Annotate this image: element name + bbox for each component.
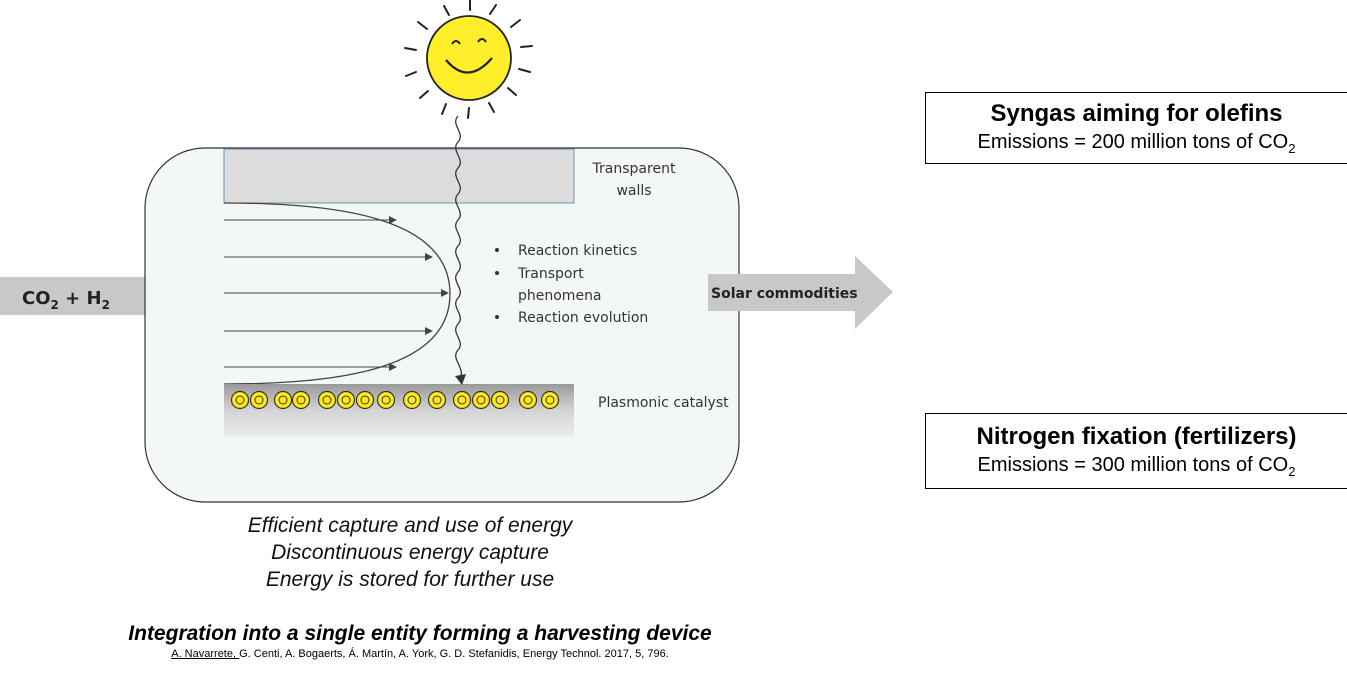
- catalyst-particle-core: [545, 395, 555, 405]
- output-arrow: [708, 256, 893, 329]
- input-arrow: [0, 258, 186, 334]
- footer-reference: A. Navarrete, G. Centi, A. Bogaerts, Á. …: [60, 648, 780, 660]
- catalyst-particle-core: [495, 395, 505, 405]
- input-label: CO2 + H2: [22, 288, 110, 312]
- catalyst-particle-core: [476, 395, 486, 405]
- syngas-title: Syngas aiming for olefins: [990, 100, 1283, 127]
- catalyst-particle-icon: [540, 390, 560, 410]
- footer-ref-author: A. Navarrete,: [171, 648, 240, 660]
- catalyst-particle-icon: [291, 390, 311, 410]
- catalyst-particle-core: [360, 395, 370, 405]
- catalyst-particle-core: [407, 395, 417, 405]
- bullet-transport: Transport: [517, 266, 584, 282]
- catalyst-particle-icon: [336, 390, 356, 410]
- output-label: Solar commodities: [711, 286, 858, 302]
- catalyst-particle-icon: [452, 390, 472, 410]
- catalyst-particle-core: [523, 395, 533, 405]
- catalyst-particles: [230, 390, 560, 410]
- footer-title: Integration into a single entity forming…: [128, 622, 712, 645]
- catalyst-particle-icon: [249, 390, 269, 410]
- bullet-reaction-evolution: Reaction evolution: [518, 310, 648, 326]
- catalyst-particle-core: [381, 395, 391, 405]
- nitrogen-box: Nitrogen fixation (fertilizers) Emission…: [925, 413, 1347, 489]
- caption-line-1: Efficient capture and use of energy: [247, 514, 573, 537]
- catalyst-particle-core: [278, 395, 288, 405]
- catalyst-particle-icon: [402, 390, 422, 410]
- transparent-wall: [223, 148, 575, 204]
- walls-label-line2: walls: [616, 183, 651, 199]
- walls-label-line1: Transparent: [592, 161, 676, 177]
- velocity-profile-curve: [223, 202, 451, 385]
- catalyst-particle-icon: [273, 390, 293, 410]
- nitrogen-emissions: Emissions = 300 million tons of CO2: [977, 454, 1296, 479]
- footer-ref-rest: G. Centi, A. Bogaerts, Á. Martín, A. Yor…: [239, 648, 669, 660]
- bullet-phenomena: phenomena: [518, 288, 602, 304]
- caption-line-3: Energy is stored for further use: [265, 568, 555, 591]
- catalyst-particle-icon: [376, 390, 396, 410]
- syngas-emissions: Emissions = 200 million tons of CO2: [977, 131, 1296, 156]
- catalyst-particle-core: [341, 395, 351, 405]
- bullet-reaction-kinetics: Reaction kinetics: [518, 243, 637, 259]
- catalyst-layer: [224, 384, 574, 437]
- catalyst-particle-core: [254, 395, 264, 405]
- flow-arrows: [224, 216, 449, 371]
- catalyst-particle-core: [322, 395, 332, 405]
- catalyst-particle-icon: [518, 390, 538, 410]
- bullet-list: Reaction kinetics Transport phenomena Re…: [495, 243, 648, 326]
- catalyst-particle-core: [432, 395, 442, 405]
- catalyst-particle-icon: [317, 390, 337, 410]
- catalyst-particle-icon: [471, 390, 491, 410]
- catalyst-particle-icon: [490, 390, 510, 410]
- light-arrowhead: [455, 374, 466, 385]
- catalyst-particle-icon: [355, 390, 375, 410]
- catalyst-particle-core: [457, 395, 467, 405]
- nitrogen-title: Nitrogen fixation (fertilizers): [976, 423, 1297, 450]
- catalyst-particle-icon: [427, 390, 447, 410]
- syngas-box: Syngas aiming for olefins Emissions = 20…: [925, 92, 1347, 164]
- catalyst-particle-core: [235, 395, 245, 405]
- catalyst-label: Plasmonic catalyst: [598, 395, 729, 411]
- light-wave-icon: [455, 115, 462, 381]
- catalyst-particle-core: [296, 395, 306, 405]
- caption-line-2: Discontinuous energy capture: [271, 541, 549, 564]
- catalyst-particle-icon: [230, 390, 250, 410]
- sun-icon: [404, 0, 533, 119]
